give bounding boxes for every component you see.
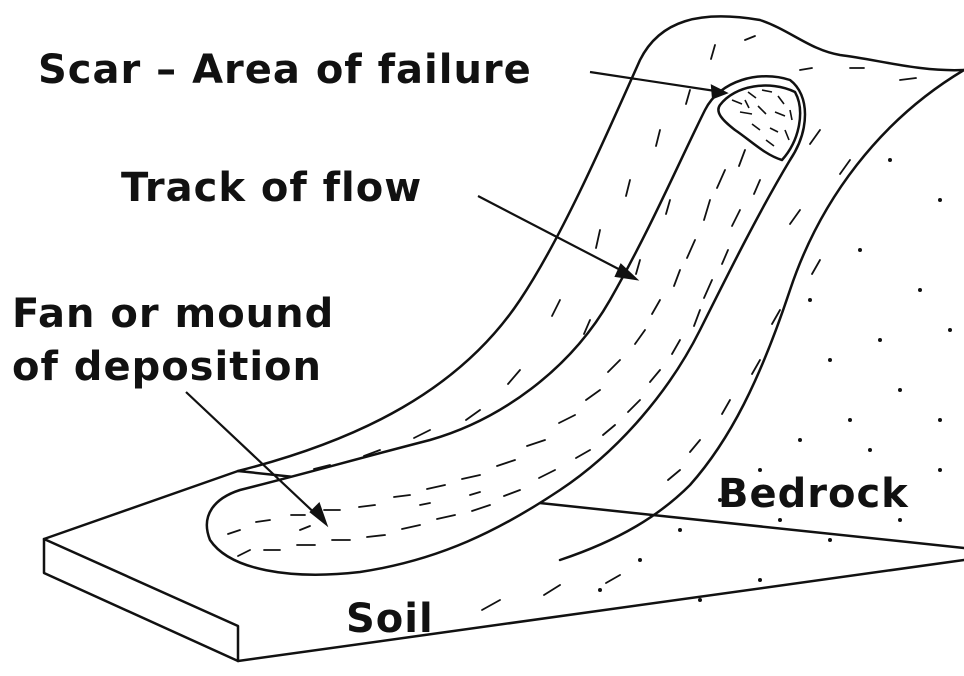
label-fan-line1: Fan or mound <box>12 290 334 338</box>
label-track: Track of flow <box>121 164 422 212</box>
scar-leader-line <box>590 72 722 92</box>
label-scar: Scar – Area of failure <box>38 46 532 94</box>
track-leader-line <box>478 196 632 276</box>
label-soil: Soil <box>346 595 434 643</box>
soil-slab-front <box>44 539 238 661</box>
label-bedrock: Bedrock <box>718 470 909 518</box>
label-fan-line2: of deposition <box>12 343 322 391</box>
soil-texture <box>482 575 620 610</box>
